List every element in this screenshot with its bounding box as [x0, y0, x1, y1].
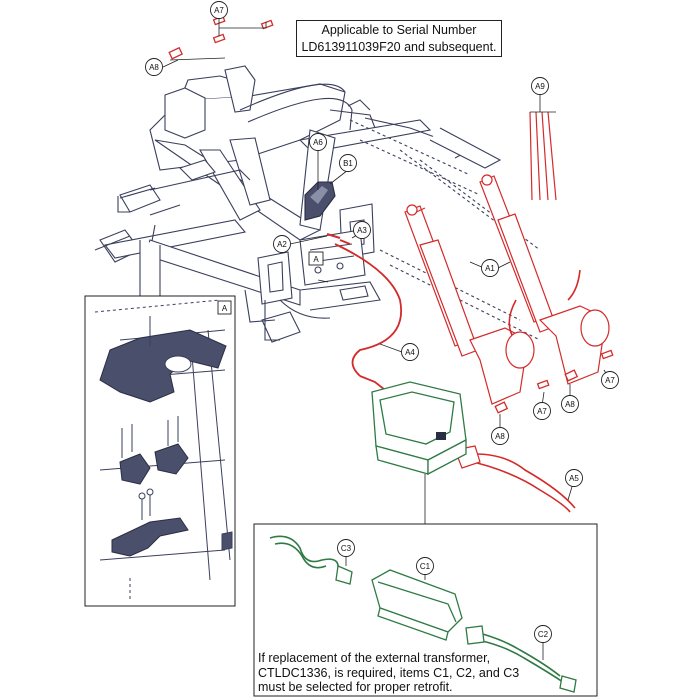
callout-a7-mid: A7	[533, 402, 551, 420]
svg-text:A3: A3	[357, 226, 367, 235]
callout-a9: A9	[531, 77, 549, 95]
actuators-a1	[326, 111, 610, 513]
callout-a7-right: A7	[601, 371, 619, 389]
svg-text:A8: A8	[495, 432, 505, 441]
callout-a1: A1	[481, 259, 499, 277]
svg-text:A7: A7	[605, 376, 615, 385]
svg-text:A7: A7	[537, 407, 547, 416]
transformer-inset	[253, 523, 598, 697]
svg-text:A6: A6	[313, 138, 323, 147]
transformer-note-line-2: CTLDC1336, is required, items C1, C2, an…	[258, 665, 520, 680]
callout-b1: B1	[339, 154, 357, 172]
svg-text:A1: A1	[485, 264, 495, 273]
svg-text:C2: C2	[538, 630, 549, 639]
svg-text:A5: A5	[569, 474, 579, 483]
svg-text:A4: A4	[405, 348, 415, 357]
callout-a6: A6	[309, 133, 327, 151]
detail-a-label: A	[217, 300, 232, 315]
control-box-a6	[371, 381, 467, 476]
detail-a-inset	[84, 295, 236, 607]
callout-a5: A5	[565, 469, 583, 487]
callouts: A7 A8 A9 A6 B1 A2 A3 A	[145, 1, 619, 643]
callout-a8-mid: A8	[561, 395, 579, 413]
callout-a8-top: A8	[145, 58, 163, 76]
svg-text:A2: A2	[277, 240, 287, 249]
transformer-note-line-3: must be selected for proper retrofit.	[258, 680, 453, 694]
lift-frame	[94, 65, 541, 343]
callout-a2: A2	[273, 235, 291, 253]
svg-text:A9: A9	[535, 82, 545, 91]
svg-text:A8: A8	[149, 63, 159, 72]
callout-c2: C2	[534, 625, 552, 643]
serial-note-line-1: Applicable to Serial Number	[321, 23, 477, 37]
svg-text:A: A	[222, 304, 228, 313]
transformer-note-line-1: If replacement of the external transform…	[258, 651, 491, 665]
callout-a-reference: A	[308, 251, 324, 266]
svg-text:A7: A7	[214, 6, 224, 15]
serial-number-note: Applicable to Serial Number LD613911039F…	[296, 20, 502, 57]
serial-note-line-2: LD613911039F20 and subsequent.	[301, 40, 497, 54]
svg-text:B1: B1	[343, 159, 353, 168]
callout-c3: C3	[337, 539, 355, 557]
svg-text:C1: C1	[420, 562, 431, 571]
callout-a8-low: A8	[491, 427, 509, 445]
callout-a3: A3	[353, 221, 371, 239]
svg-text:A: A	[313, 255, 319, 264]
callout-a7-top: A7	[210, 1, 228, 19]
transformer-note: If replacement of the external transform…	[258, 651, 558, 695]
callout-c1: C1	[416, 557, 434, 575]
svg-text:C3: C3	[341, 544, 352, 553]
svg-text:A8: A8	[565, 400, 575, 409]
callout-a4: A4	[401, 343, 419, 361]
